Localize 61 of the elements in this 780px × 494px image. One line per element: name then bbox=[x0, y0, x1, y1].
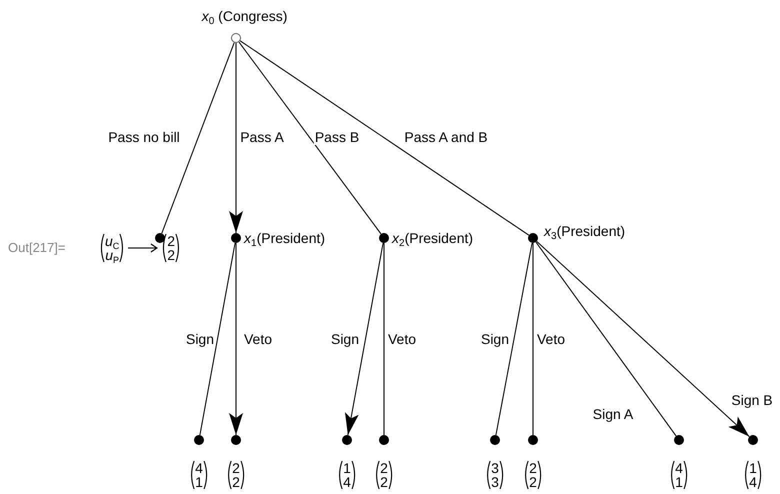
payoff-value: 1 bbox=[343, 461, 351, 475]
branch-line bbox=[238, 42, 382, 234]
edge-label: Pass A and B bbox=[403, 129, 489, 145]
payoff-value: 2 bbox=[232, 475, 240, 489]
payoff-value: 2 bbox=[380, 461, 388, 475]
edge-label: Pass B bbox=[314, 129, 360, 145]
payoff-value: u$_{C}$ bbox=[104, 234, 120, 248]
payoff-value: 2 bbox=[167, 248, 176, 262]
payoff-value: 2 bbox=[529, 461, 537, 475]
edge-label: Sign bbox=[480, 331, 510, 347]
payoff-value: 4 bbox=[749, 475, 757, 489]
payoff-value: 2 bbox=[529, 475, 537, 489]
decision-node-dot bbox=[528, 435, 538, 445]
branch-line bbox=[240, 40, 530, 236]
branch-arrow bbox=[344, 242, 384, 436]
edge-label: Sign B bbox=[730, 392, 774, 408]
payoff-value: u$_{P}$ bbox=[105, 248, 119, 262]
payoff-value: 2 bbox=[380, 475, 388, 489]
branch-arrow bbox=[229, 42, 243, 234]
edge-label: Veto bbox=[536, 331, 566, 347]
edge-label: Veto bbox=[242, 331, 274, 347]
decision-node-dot bbox=[748, 435, 758, 445]
payoff-value: 4 bbox=[343, 475, 351, 489]
payoff-value: 1 bbox=[749, 461, 757, 475]
branch-arrow bbox=[229, 242, 243, 436]
output-prompt: Out[217]= bbox=[8, 240, 66, 255]
decision-node-dot bbox=[490, 435, 500, 445]
decision-node-dot bbox=[194, 435, 204, 445]
branch-line bbox=[535, 242, 677, 436]
payoff-value: 4 bbox=[195, 461, 203, 475]
payoff-value: 3 bbox=[491, 475, 499, 489]
branch-line bbox=[495, 242, 533, 436]
payoff-value: 4 bbox=[675, 461, 683, 475]
payoff-value: 1 bbox=[675, 475, 683, 489]
player-label: x$_{2}$(President) bbox=[392, 230, 474, 246]
decision-node-dot bbox=[379, 233, 389, 243]
player-label: x$_{3}$(President) bbox=[544, 223, 626, 239]
decision-node-dot bbox=[674, 435, 684, 445]
decision-node-dot bbox=[155, 233, 165, 243]
edge-label: Sign bbox=[330, 331, 360, 347]
branch-line bbox=[199, 242, 236, 436]
payoff-value: 2 bbox=[167, 234, 176, 248]
edge-label: Pass no bill bbox=[107, 129, 181, 145]
branch-line bbox=[161, 42, 235, 234]
edge-label: Veto bbox=[386, 331, 418, 347]
edge-label: Pass A bbox=[239, 129, 285, 145]
edge-label: Sign A bbox=[592, 406, 634, 422]
edge-label: Sign bbox=[184, 331, 216, 347]
decision-node-dot bbox=[231, 435, 241, 445]
player-label: x$_{1}$(President) bbox=[244, 230, 326, 246]
decision-node-dot bbox=[528, 233, 538, 243]
decision-node-dot bbox=[231, 233, 241, 243]
root-node-circle bbox=[231, 33, 241, 43]
branch-arrow bbox=[536, 240, 750, 438]
player-label: x$_{0}$ (Congress) bbox=[202, 8, 288, 24]
payoff-value: 3 bbox=[491, 461, 499, 475]
payoff-value: 2 bbox=[232, 461, 240, 475]
decision-node-dot bbox=[379, 435, 389, 445]
decision-node-dot bbox=[342, 435, 352, 445]
branch-line bbox=[532, 242, 534, 436]
payoff-value: 1 bbox=[195, 475, 203, 489]
